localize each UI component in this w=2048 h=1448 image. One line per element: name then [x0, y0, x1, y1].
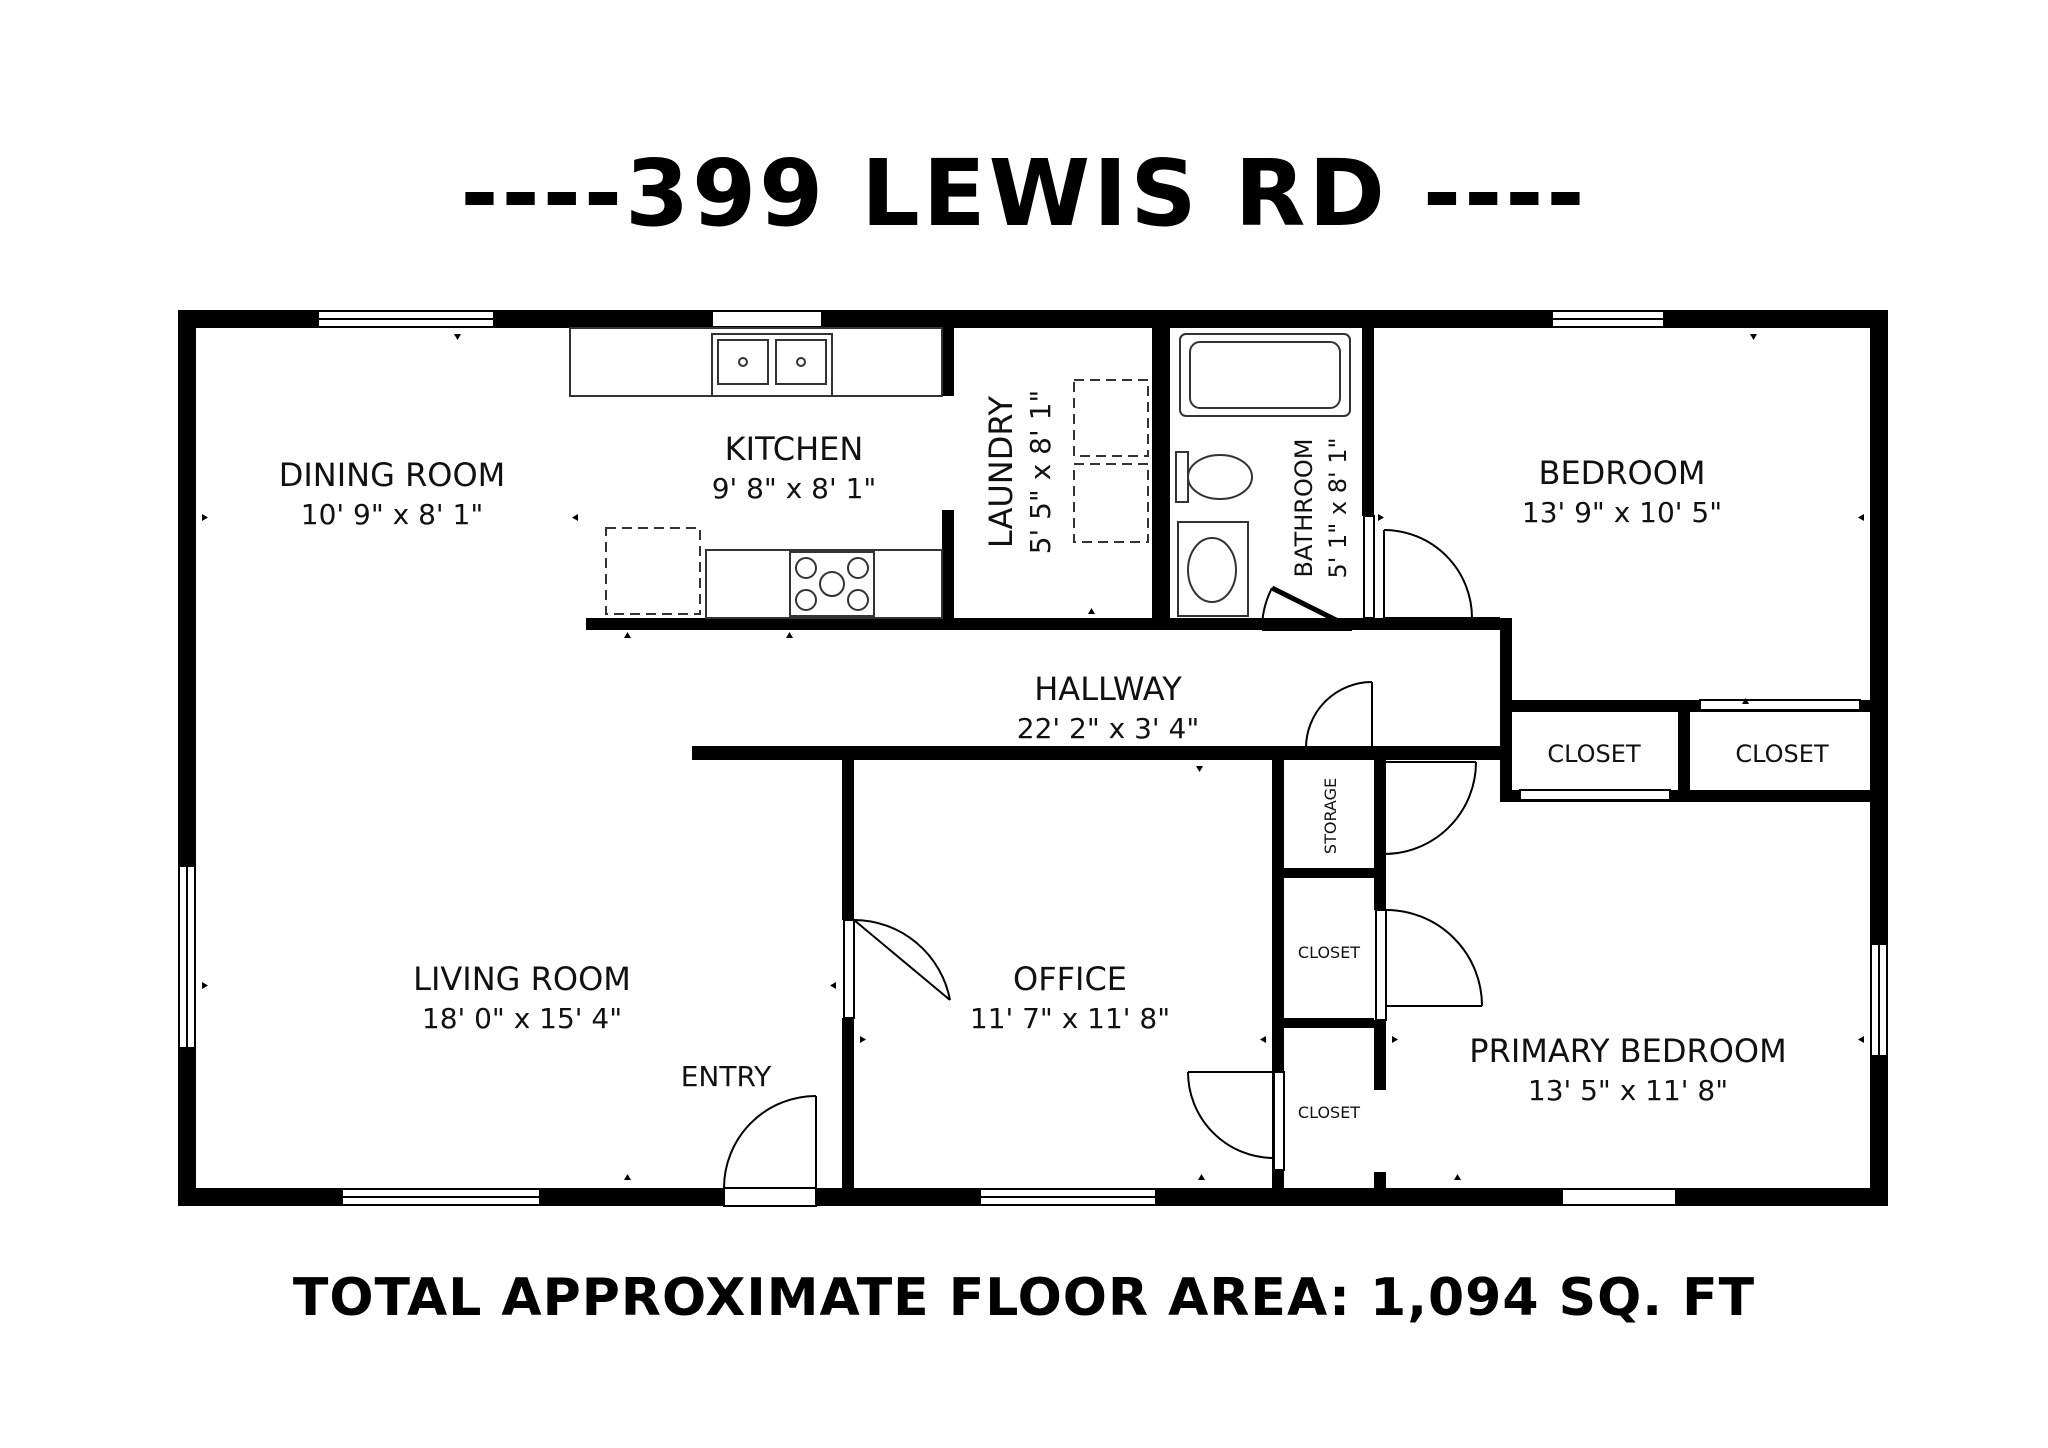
dimension-markers [202, 334, 1864, 1180]
bathroom-dims: 5' 1" x 8' 1" [1324, 437, 1352, 578]
laundry-dims: 5' 5" x 8' 1" [1024, 390, 1057, 555]
living-room-label: LIVING ROOM [413, 960, 631, 998]
exterior-walls [178, 310, 1888, 1206]
primary-closet-door[interactable] [1375, 909, 1483, 1021]
closet-c-label: CLOSET [1298, 943, 1360, 962]
office-door[interactable] [843, 919, 951, 1019]
total-floor-area: TOTAL APPROXIMATE FLOOR AREA: 1,094 SQ. … [292, 1268, 1756, 1328]
kitchen-label: KITCHEN [725, 430, 864, 468]
dining-room-dims: 10' 9" x 8' 1" [301, 498, 483, 531]
closet-a-label: CLOSET [1547, 740, 1641, 768]
primary-bedroom-door[interactable] [1383, 761, 1477, 855]
entry-door[interactable] [723, 1095, 817, 1207]
plan-title: ----399 LEWIS RD ---- [460, 140, 1588, 247]
primary-bedroom-label: PRIMARY BEDROOM [1469, 1032, 1786, 1070]
office-closet-door[interactable] [1187, 1071, 1285, 1171]
windows [178, 310, 1888, 1206]
entry-label: ENTRY [681, 1060, 772, 1093]
interior-walls [586, 328, 1888, 1188]
dining-room-label: DINING ROOM [279, 456, 506, 494]
washer-dryer-spaces [1073, 379, 1149, 543]
storage-label: STORAGE [1321, 778, 1340, 854]
bathtub-icon [1179, 333, 1351, 417]
vanity-sink-icon [1177, 521, 1249, 617]
toilet-icon [1175, 451, 1253, 503]
kitchen-counter [569, 327, 943, 619]
bathroom-door[interactable] [1260, 585, 1354, 631]
fridge-space [605, 527, 701, 615]
living-room-dims: 18' 0" x 15' 4" [422, 1002, 622, 1035]
primary-bedroom-dims: 13' 5" x 11' 8" [1528, 1074, 1728, 1107]
office-dims: 11' 7" x 11' 8" [970, 1002, 1170, 1035]
bathroom-label: BATHROOM [1290, 439, 1318, 578]
laundry-label: LAUNDRY [982, 395, 1020, 548]
storage-door[interactable] [1305, 681, 1373, 749]
hallway-label: HALLWAY [1034, 670, 1182, 708]
office-label: OFFICE [1013, 960, 1127, 998]
closet-sliding-doors [1519, 699, 1861, 801]
bedroom-label: BEDROOM [1538, 454, 1705, 492]
closet-d-label: CLOSET [1298, 1103, 1360, 1122]
sink-icon [738, 357, 806, 367]
hallway-dims: 22' 2" x 3' 4" [1017, 712, 1199, 745]
closet-b-label: CLOSET [1735, 740, 1829, 768]
bedroom-door[interactable] [1363, 515, 1500, 619]
bedroom-dims: 13' 9" x 10' 5" [1522, 496, 1722, 529]
kitchen-dims: 9' 8" x 8' 1" [712, 472, 877, 505]
stove-icon [789, 551, 875, 617]
